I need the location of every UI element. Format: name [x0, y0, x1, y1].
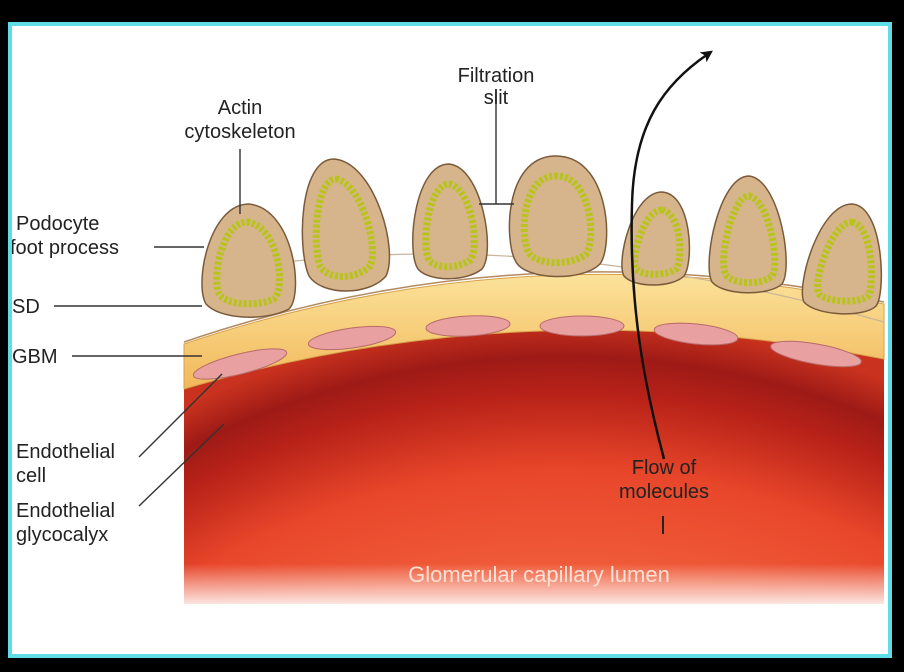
- podocyte-label-line2: foot process: [12, 237, 119, 259]
- foot-process: [509, 156, 606, 277]
- foot-process: [202, 204, 296, 317]
- gbm-label: GBM: [12, 346, 58, 368]
- endothelial-cell: [540, 316, 624, 336]
- actin-label-line2: cytoskeleton: [184, 121, 295, 143]
- endo-cell-label-line2: cell: [16, 465, 46, 487]
- lumen-label: Glomerular capillary lumen: [408, 562, 670, 587]
- endo-gly-label-line2: glycocalyx: [16, 524, 108, 546]
- filtration-label-line2: slit: [484, 87, 509, 109]
- flow-label-line1: Flow of: [632, 457, 697, 479]
- filtration-label-line1: Filtration: [458, 65, 535, 87]
- foot-process: [709, 176, 786, 293]
- podocyte-label-line1: Podocyte: [16, 213, 99, 235]
- glomerular-filtration-diagram: Actin cytoskeleton Filtration slit Podoc…: [12, 26, 888, 654]
- endo-cell-label-line1: Endothelial: [16, 441, 115, 463]
- diagram-panel: Actin cytoskeleton Filtration slit Podoc…: [8, 22, 892, 658]
- sd-label: SD: [12, 296, 40, 318]
- foot-process: [413, 164, 488, 279]
- actin-label-line1: Actin: [218, 97, 262, 119]
- foot-process: [802, 204, 881, 314]
- flow-label-line2: molecules: [619, 481, 709, 503]
- foot-process: [302, 159, 389, 291]
- endo-gly-label-line1: Endothelial: [16, 500, 115, 522]
